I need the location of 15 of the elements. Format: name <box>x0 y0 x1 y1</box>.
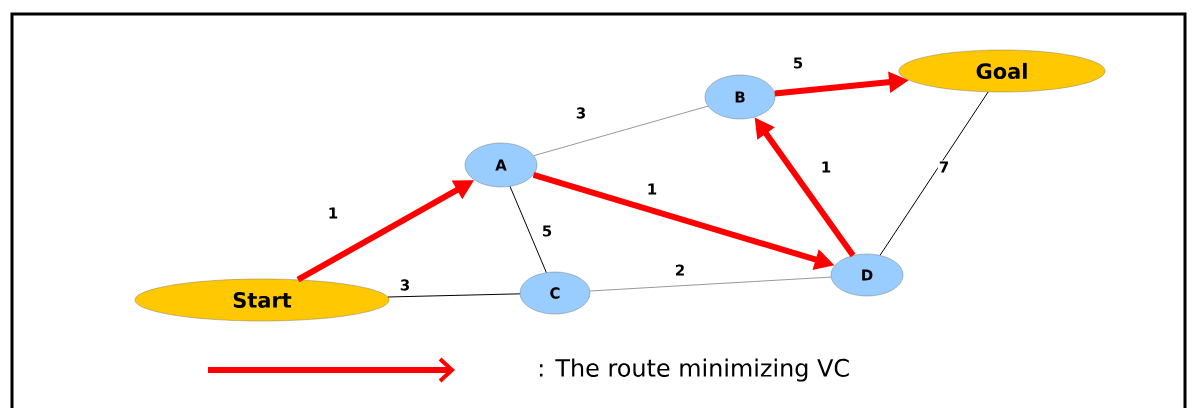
edge-label: 2 <box>673 263 687 277</box>
edge-label: 5 <box>791 56 805 70</box>
edge-label: 1 <box>819 160 833 174</box>
edge-line <box>533 105 709 157</box>
legend-text: : The route minimizing VC <box>540 358 849 382</box>
edge-line <box>509 186 547 273</box>
edge-label: 3 <box>574 106 588 120</box>
edge-label: 5 <box>540 224 554 238</box>
edge-line <box>879 91 989 256</box>
edge-line <box>387 293 521 298</box>
edge-label: 1 <box>326 206 340 220</box>
edge-label: 1 <box>645 182 659 196</box>
edge-label: 7 <box>937 160 951 174</box>
edge-label: 3 <box>398 278 412 292</box>
edge-line <box>589 276 832 292</box>
